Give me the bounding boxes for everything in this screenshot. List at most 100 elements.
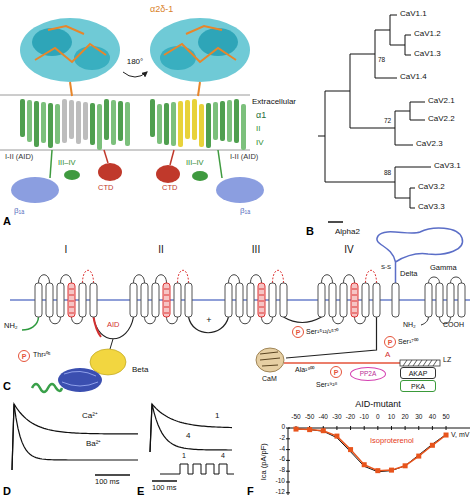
domain-label: LZ [443, 356, 451, 363]
segment [46, 283, 53, 317]
data-point [362, 462, 367, 467]
charge-stripe [259, 301, 264, 302]
trace-label: Ca²⁺ [82, 412, 98, 420]
charge-stripe [352, 289, 357, 290]
phospho-site: P [384, 336, 396, 348]
linker-label: III–IV [186, 159, 204, 167]
terminus-label: NH₂ [4, 322, 18, 330]
residue-label: Ala¹⁸⁰⁰ [295, 366, 314, 373]
loop [273, 270, 284, 283]
tick-label: -8 [279, 467, 285, 474]
loop [83, 270, 94, 283]
bond-label: S-S [381, 264, 391, 270]
panel-letter: E [137, 486, 144, 497]
channel-topology [10, 228, 470, 392]
helix [41, 102, 46, 143]
helix [20, 99, 25, 137]
tick-label: -50 [291, 414, 300, 421]
segment [174, 283, 181, 317]
helix [164, 103, 169, 145]
segment [340, 283, 347, 317]
helix-art [20, 99, 246, 150]
data-point [444, 433, 449, 438]
segment [425, 283, 432, 317]
segment [57, 283, 64, 317]
loop [322, 275, 333, 283]
helix [199, 104, 204, 147]
domain-label: AID [107, 321, 120, 329]
loop [145, 317, 156, 324]
domain-number: III [252, 245, 260, 255]
segment [373, 283, 380, 317]
helix [150, 99, 155, 137]
panel-letter: A [3, 216, 11, 227]
loop [344, 275, 355, 283]
helix [97, 104, 102, 150]
helix [104, 99, 109, 140]
data-point [403, 463, 408, 468]
terminus-label: COOH [443, 321, 464, 328]
loop [355, 317, 366, 324]
node-text: AKAP [409, 370, 428, 377]
helix [125, 102, 130, 146]
panel-letter: C [3, 381, 11, 392]
node-text: P [334, 369, 339, 376]
residue-label: Thr²⁰⁵ [33, 351, 51, 358]
membrane-segments [35, 270, 465, 324]
loop [366, 270, 377, 283]
charge-stripe [352, 307, 357, 308]
subunit-label: Beta [132, 366, 148, 374]
panel-letter: B [306, 226, 314, 237]
channel-name: CaV3.1 [434, 162, 461, 170]
subunit-label: α2δ-1 [150, 5, 173, 14]
segment [163, 283, 170, 317]
loop [39, 275, 50, 283]
linker-label: I-II (AID) [230, 153, 258, 161]
segment [362, 283, 369, 317]
protein-box: PKA [400, 380, 436, 392]
tick-label: -30 [332, 414, 341, 421]
charge-stripe [352, 295, 357, 296]
helix [27, 100, 32, 142]
charge-stripe [164, 301, 169, 302]
charge-stripe [259, 313, 264, 314]
charge-stripe [259, 289, 264, 290]
helix [111, 100, 116, 145]
helix [157, 104, 162, 144]
region-label: Extracellular [252, 98, 296, 106]
segment [79, 283, 86, 317]
pulse-label: 4 [221, 452, 225, 459]
node-text: PKA [411, 383, 425, 390]
loop [251, 275, 262, 283]
segment [185, 283, 192, 317]
tick-label: -12 [276, 489, 285, 496]
helix [192, 99, 197, 140]
linker-label: I-II (AID) [5, 153, 33, 161]
pulse-label: 1 [182, 452, 186, 459]
loop [61, 275, 72, 283]
subunit-label: Alpha2 [335, 228, 360, 236]
tick-label: -40 [319, 414, 328, 421]
helix [76, 101, 81, 144]
trace-label: Ba²⁺ [86, 440, 101, 448]
axis-title: V, mV [451, 431, 469, 438]
scale-label: 100 ms [95, 478, 120, 486]
rotation-label: 180° [127, 58, 144, 66]
loop [178, 270, 189, 283]
protein-box: AKAP [400, 367, 436, 379]
domain-label: CTD [98, 184, 113, 192]
data-point [416, 454, 421, 459]
loop [240, 317, 251, 324]
segment [141, 283, 148, 317]
loop [333, 317, 344, 324]
linker-label: III–IV [58, 159, 76, 167]
charge-stripe [69, 295, 74, 296]
loop [72, 317, 83, 324]
helix [227, 100, 232, 142]
tick-label: 0 [376, 414, 380, 421]
data-point [430, 443, 435, 448]
phospho-site: P [330, 366, 342, 378]
segment [68, 283, 75, 317]
iv-chart [286, 426, 470, 495]
